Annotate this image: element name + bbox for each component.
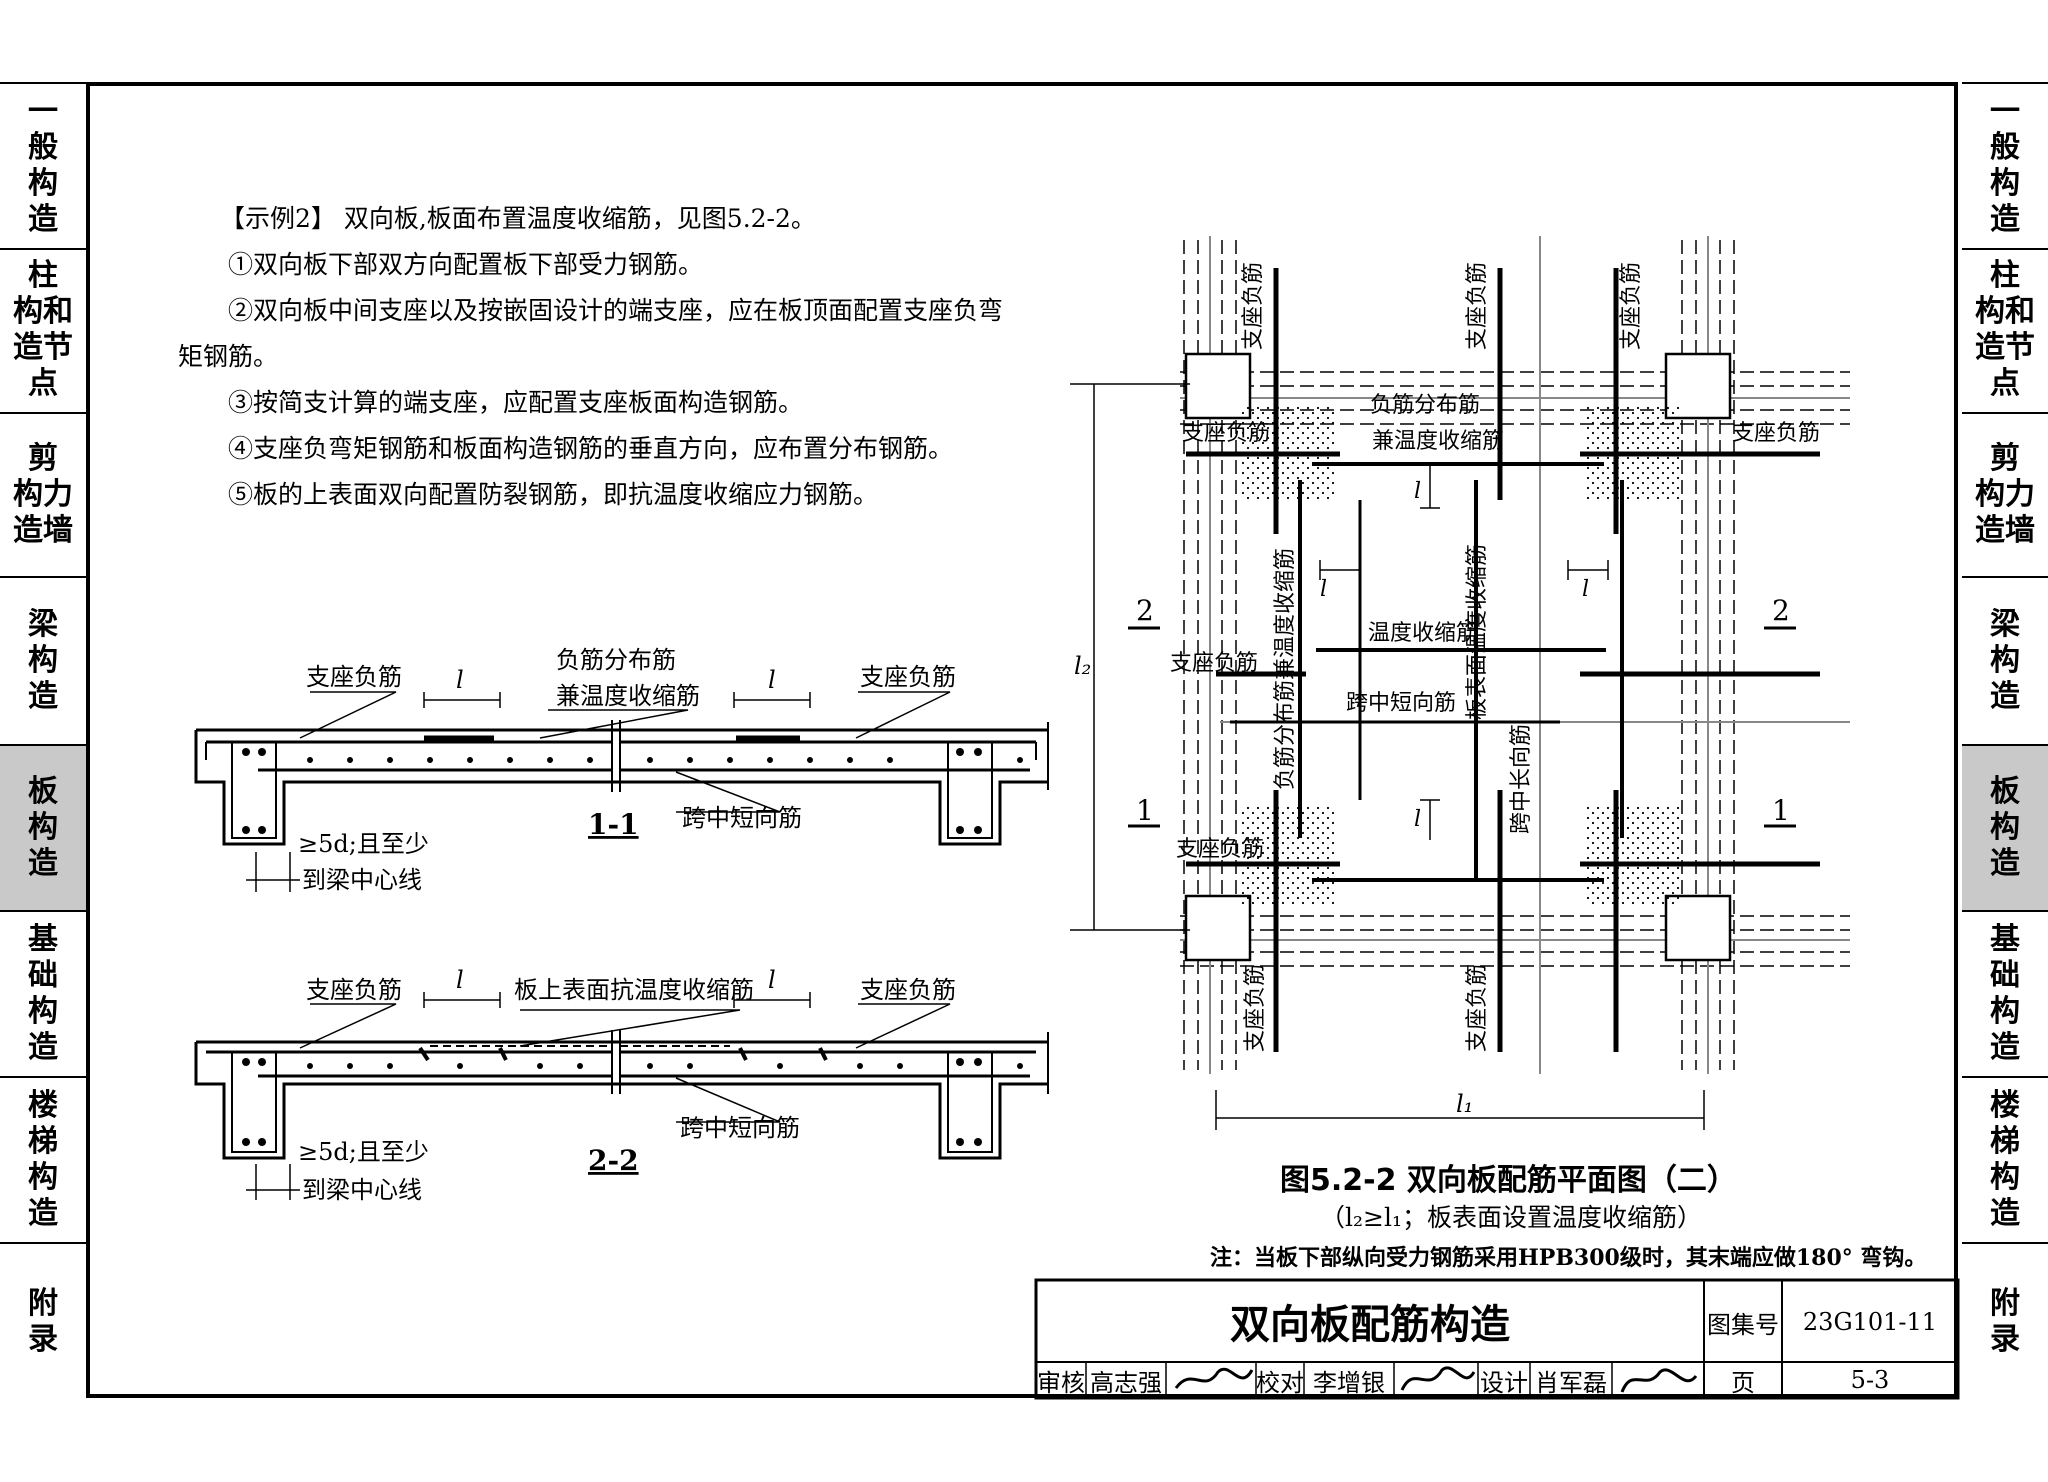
plan-l2-label: l₂ [1074, 652, 1091, 680]
label-ll: l [456, 666, 464, 694]
plan-support-neg-label: 支座负筋 [1732, 421, 1820, 446]
plan-ll-label: l [1582, 577, 1589, 602]
tab-beam[interactable]: 梁 构 造 [0, 578, 86, 746]
label-support-right-2: 支座负筋 [860, 976, 956, 1004]
intro-line: ④支座负弯矩钢筋和板面构造钢筋的垂直方向，应布置分布钢筋。 [228, 434, 954, 463]
intro-line: ③按简支计算的端支座，应配置支座板面构造钢筋。 [228, 388, 804, 417]
label-support-left-1: 支座负筋 [306, 663, 402, 691]
label-dist2: 兼温度收缩筋 [556, 682, 700, 710]
plan-labels: 支座负筋 支座负筋 支座负筋 支座负筋 支座负筋 负筋分布筋 兼温度收缩筋 温度… [1074, 262, 1820, 1118]
signatures [1174, 1366, 1698, 1393]
label-support-right-1: 支座负筋 [860, 663, 956, 691]
drawing-title: 双向板配筋构造 [1230, 1302, 1510, 1348]
plan-mark-1-left: 1 [1136, 794, 1154, 827]
section-labels: 支座负筋 l 负筋分布筋 兼温度收缩筋 l 支座负筋 1-1 跨中短向筋 ≥5d… [298, 646, 956, 1204]
label-support-left-2: 支座负筋 [306, 976, 402, 1004]
tab-stair[interactable]: 楼 梯 构 造 [1962, 1078, 2048, 1244]
reviewer-name: 高志强 [1090, 1368, 1162, 1397]
intro-line: 【示例2】 双向板,板面布置温度收缩筋，见图5.2-2。 [220, 204, 816, 233]
plan-dist-label: 兼温度收缩筋 [1372, 429, 1504, 454]
plan-support-neg-label: 支座负筋 [1465, 964, 1490, 1052]
plan-support-neg-label: 支座负筋 [1170, 651, 1258, 676]
label-midspan-1: 跨中短向筋 [682, 804, 802, 832]
plan-support-neg-label: 支座负筋 [1241, 262, 1266, 350]
checker-name: 李增银 [1313, 1368, 1385, 1397]
tab-beam[interactable]: 梁 构 造 [1962, 578, 2048, 746]
intro-line: ②双向板中间支座以及按嵌固设计的端支座，应在板顶面配置支座负弯 [228, 296, 1004, 325]
figure-caption: 图5.2-2 双向板配筋平面图（二） [1280, 1163, 1737, 1198]
tab-foundation[interactable]: 基 础 构 造 [0, 912, 86, 1078]
tab-general[interactable]: 一 般 构 造 [0, 82, 86, 250]
page-label: 页 [1731, 1368, 1755, 1397]
plan-support-neg-label: 支座负筋 [1465, 262, 1490, 350]
tab-foundation[interactable]: 基 础 构 造 [1962, 912, 2048, 1078]
note-5d-2: ≥5d;且至少 [298, 1138, 429, 1166]
label-dist1: 负筋分布筋 [556, 646, 676, 674]
signature-reviewer [1174, 1367, 1254, 1389]
label-ll: l [768, 666, 776, 694]
right-chapter-tabs: 一 般 构 造 柱 构和 造节 点 剪 构力 造墙 梁 构 造 板 构 造 基 … [1962, 82, 2048, 1402]
section-2-2-rebar-dots [242, 1058, 1023, 1146]
plan-vert-dist-label: 负筋分布筋兼温度收缩筋 [1273, 548, 1298, 790]
check-label: 校对 [1256, 1368, 1304, 1397]
intro-text: 【示例2】 双向板,板面布置温度收缩筋，见图5.2-2。 ①双向板下部双方向配置… [178, 196, 1040, 518]
tab-appendix[interactable]: 附 录 [1990, 1286, 2020, 1357]
plan-drawing [1070, 236, 1850, 1130]
plan-mark-2-left: 2 [1136, 594, 1154, 627]
atlas-number: 23G101-11 [1802, 1308, 1938, 1336]
review-label: 审核 [1037, 1368, 1085, 1397]
page-number: 5-3 [1850, 1366, 1890, 1394]
intro-line: 矩钢筋。 [178, 342, 279, 371]
tab-appendix[interactable]: 附 录 [28, 1286, 58, 1357]
plan-support-neg-label: 支座负筋 [1182, 421, 1270, 446]
title-block-grid [1034, 1278, 1960, 1400]
designer-name: 肖军磊 [1535, 1368, 1607, 1397]
plan-ll-label: l [1414, 479, 1421, 504]
section-2-2-drawing [194, 992, 1049, 1200]
tab-stair[interactable]: 楼 梯 构 造 [0, 1078, 86, 1244]
plan-surface-temp-label: 板表面温度收缩筋 [1465, 544, 1490, 720]
plan-midspan-short-label: 跨中短向筋 [1346, 691, 1456, 716]
plan-mark-2-right: 2 [1772, 594, 1790, 627]
tab-column[interactable]: 柱 构和 造节 点 [1962, 248, 2048, 414]
tab-slab[interactable]: 板 构 造 [0, 746, 86, 912]
design-label: 设计 [1480, 1368, 1528, 1397]
tab-slab[interactable]: 板 构 造 [1962, 746, 2048, 912]
signature-designer [1620, 1368, 1698, 1393]
section-mark-2-2: 2-2 [588, 1144, 639, 1177]
section-1-1-drawing [194, 691, 1049, 892]
plan-mark-1-right: 1 [1772, 794, 1790, 827]
note-5d-1: ≥5d;且至少 [298, 830, 429, 858]
intro-line: ①双向板下部双方向配置板下部受力钢筋。 [228, 250, 704, 279]
label-temp-2: 板上表面抗温度收缩筋 [514, 976, 754, 1004]
tab-general[interactable]: 一 般 构 造 [1962, 82, 2048, 250]
plan-ll-label: l [1320, 577, 1327, 602]
plan-support-neg-label: 支座负筋 [1243, 964, 1268, 1052]
note-beam-center-2: 到梁中心线 [302, 1176, 422, 1204]
signature-checker [1400, 1366, 1476, 1391]
label-ll: l [456, 966, 464, 994]
note-beam-center-1: 到梁中心线 [302, 866, 422, 894]
atlas-label: 图集号 [1707, 1310, 1779, 1339]
label-ll: l [768, 966, 776, 994]
figure-subcaption: （l₂≥l₁；板表面设置温度收缩筋） [1320, 1203, 1702, 1232]
plan-midspan-long-label: 跨中长向筋 [1509, 724, 1534, 834]
drawing-frame [86, 82, 1958, 1398]
plan-temp-label: 温度收缩筋 [1368, 621, 1478, 646]
tab-shearwall[interactable]: 剪 构力 造墙 [0, 414, 86, 578]
plan-l1-label: l₁ [1456, 1090, 1473, 1118]
label-midspan-2: 跨中短向筋 [680, 1114, 800, 1142]
tab-shearwall[interactable]: 剪 构力 造墙 [1962, 414, 2048, 578]
left-chapter-tabs: 一 般 构 造 柱 构和 造节 点 剪 构力 造墙 梁 构 造 板 构 造 基 … [0, 82, 86, 1402]
intro-line: ⑤板的上表面双向配置防裂钢筋，即抗温度收缩应力钢筋。 [228, 480, 879, 509]
section-mark-1-1: 1-1 [588, 808, 639, 841]
plan-ll-label: l [1414, 807, 1421, 832]
plan-support-neg-label: 支座负筋 [1619, 262, 1644, 350]
figure-note: 注：当板下部纵向受力钢筋采用HPB300级时，其末端应做180° 弯钩。 [1210, 1245, 1927, 1271]
section-1-1-rebar-dots [242, 748, 1023, 834]
plan-dist-label: 负筋分布筋 [1370, 393, 1480, 418]
plan-support-neg-label: 支座负筋 [1176, 837, 1264, 862]
tab-column[interactable]: 柱 构和 造节 点 [0, 248, 86, 414]
